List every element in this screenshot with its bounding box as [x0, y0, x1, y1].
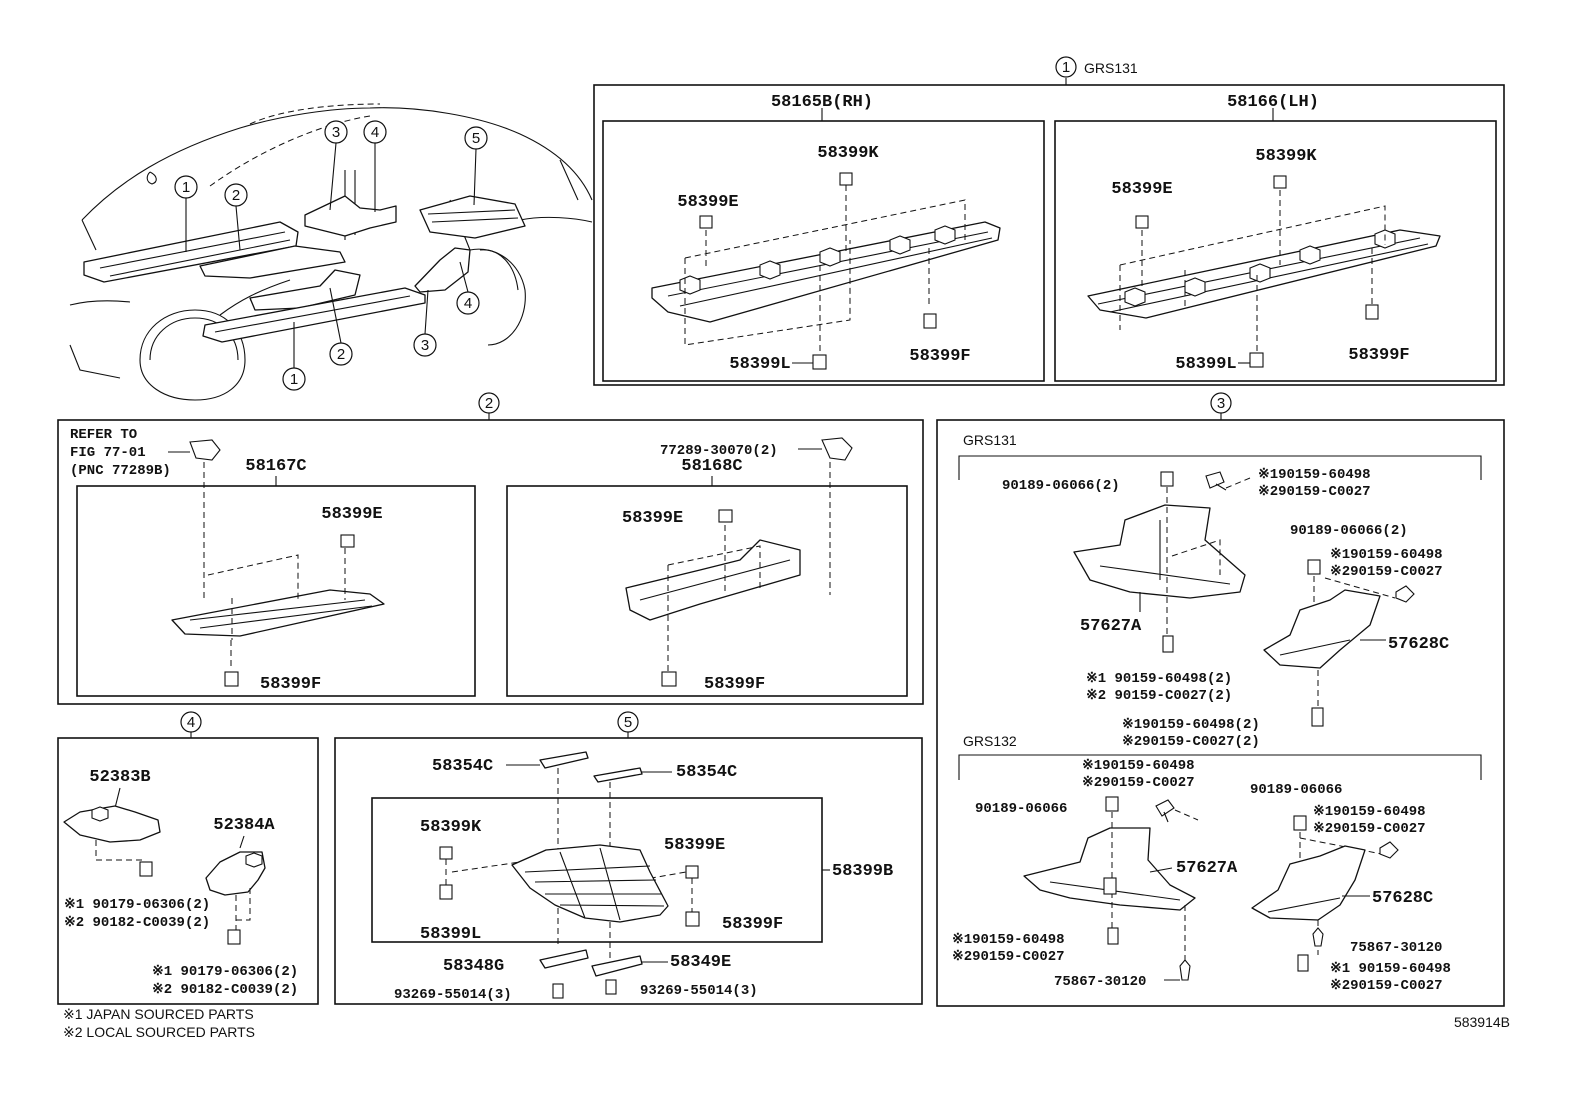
svg-text:75867-30120: 75867-30120 [1350, 940, 1442, 956]
svg-text:※290159-C0027: ※290159-C0027 [1082, 775, 1195, 791]
lh-title: 58166(LH) [1227, 93, 1319, 112]
svg-text:58399L: 58399L [420, 925, 481, 944]
grs132-label: GRS132 [963, 733, 1017, 749]
svg-text:※190159-60498: ※190159-60498 [1313, 804, 1426, 820]
vehicle-overview: 1 2 3 4 5 1 2 3 4 [69, 103, 593, 401]
footnotes: ※1 JAPAN SOURCED PARTS ※2 LOCAL SOURCED … [63, 1006, 255, 1040]
svg-text:58399B: 58399B [832, 862, 893, 881]
svg-text:58349E: 58349E [670, 953, 731, 972]
svg-text:58399K: 58399K [420, 818, 482, 837]
svg-text:3: 3 [1217, 395, 1225, 412]
svg-text:※190159-60498(2): ※190159-60498(2) [1122, 717, 1260, 733]
svg-text:※290159-C0027: ※290159-C0027 [952, 949, 1065, 965]
svg-text:※1 JAPAN SOURCED PARTS: ※1 JAPAN SOURCED PARTS [63, 1006, 254, 1022]
svg-text:※290159-C0027: ※290159-C0027 [1258, 484, 1371, 500]
svg-text:※290159-C0027(2): ※290159-C0027(2) [1122, 734, 1260, 750]
panel-1: 58165B(RH) 58166(LH) 58399K 58399E 58399… [593, 78, 1505, 386]
rh-58399F: 58399F [909, 347, 970, 366]
svg-text:3: 3 [421, 337, 429, 354]
grs131-label: GRS131 [963, 432, 1017, 448]
svg-text:2: 2 [485, 395, 493, 412]
svg-text:※190159-60498: ※190159-60498 [1082, 758, 1195, 774]
refer-line-3: (PNC 77289B) [70, 463, 171, 479]
header-circle: 1 [1062, 59, 1070, 76]
left-58399E: 58399E [321, 505, 382, 524]
svg-text:52383B: 52383B [89, 768, 150, 787]
panel-5: 5 58354C 58354C 58399K 58399L 58399E 583… [334, 711, 923, 1005]
svg-text:2: 2 [232, 187, 240, 204]
svg-text:58354C: 58354C [676, 763, 737, 782]
svg-text:※190159-60498: ※190159-60498 [952, 932, 1065, 948]
svg-text:2: 2 [337, 346, 345, 363]
svg-text:※2 90182-C0039(2): ※2 90182-C0039(2) [64, 915, 210, 931]
svg-text:1: 1 [290, 371, 298, 388]
panel-4: 4 52383B 52384A ※1 90179-06306(2) ※2 901… [57, 711, 319, 1005]
svg-text:1: 1 [182, 179, 190, 196]
svg-text:※290159-C0027: ※290159-C0027 [1330, 978, 1443, 994]
svg-text:※1 90159-60498(2): ※1 90159-60498(2) [1086, 671, 1232, 687]
left-58399F: 58399F [260, 675, 321, 694]
svg-text:58399E: 58399E [664, 836, 725, 855]
svg-text:※1 90179-06306(2): ※1 90179-06306(2) [152, 964, 298, 980]
right-top-part: 77289-30070(2) [660, 443, 778, 459]
lh-58399F: 58399F [1348, 346, 1409, 365]
svg-text:※1 90179-06306(2): ※1 90179-06306(2) [64, 897, 210, 913]
rh-title: 58165B(RH) [771, 93, 873, 112]
svg-text:4: 4 [464, 295, 472, 312]
figure-id: 583914B [1454, 1014, 1510, 1030]
svg-text:90189-06066: 90189-06066 [1250, 782, 1342, 798]
rh-58399K: 58399K [817, 144, 879, 163]
svg-text:58399F: 58399F [722, 915, 783, 934]
svg-text:※190159-60498: ※190159-60498 [1330, 547, 1443, 563]
right-58399E: 58399E [622, 509, 683, 528]
left-title: 58167C [245, 457, 306, 476]
svg-text:75867-30120: 75867-30120 [1054, 974, 1146, 990]
svg-text:※2 90182-C0039(2): ※2 90182-C0039(2) [152, 982, 298, 998]
svg-text:5: 5 [624, 714, 632, 731]
svg-text:58348G: 58348G [443, 957, 504, 976]
right-title: 58168C [681, 457, 742, 476]
header-callout: 1 GRS131 [1055, 56, 1138, 78]
rh-58399L: 58399L [729, 355, 790, 374]
panel-3: 3 GRS131 90189-06066(2) ※190159-60498 ※2… [936, 392, 1505, 1007]
svg-text:90189-06066: 90189-06066 [975, 801, 1067, 817]
svg-text:※190159-60498: ※190159-60498 [1258, 467, 1371, 483]
svg-text:4: 4 [187, 714, 195, 731]
svg-text:90189-06066(2): 90189-06066(2) [1002, 478, 1120, 494]
svg-text:※290159-C0027: ※290159-C0027 [1330, 564, 1443, 580]
svg-text:3: 3 [332, 124, 340, 141]
svg-text:※290159-C0027: ※290159-C0027 [1313, 821, 1426, 837]
svg-text:57628C: 57628C [1388, 635, 1449, 654]
refer-line-1: REFER TO [70, 427, 137, 443]
rh-58399E: 58399E [677, 193, 738, 212]
panel-2: 2 REFER TO FIG 77-01 (PNC 77289B) 58167C… [57, 392, 924, 705]
svg-text:93269-55014(3): 93269-55014(3) [640, 983, 758, 999]
svg-text:93269-55014(3): 93269-55014(3) [394, 987, 512, 1003]
svg-text:57628C: 57628C [1372, 889, 1433, 908]
svg-text:52384A: 52384A [213, 816, 275, 835]
svg-text:90189-06066(2): 90189-06066(2) [1290, 523, 1408, 539]
svg-text:4: 4 [371, 124, 379, 141]
header-model: GRS131 [1084, 60, 1138, 76]
right-58399F: 58399F [704, 675, 765, 694]
lh-58399K: 58399K [1255, 147, 1317, 166]
lh-58399L: 58399L [1175, 355, 1236, 374]
svg-text:※2 LOCAL SOURCED PARTS: ※2 LOCAL SOURCED PARTS [63, 1024, 255, 1040]
svg-text:※2 90159-C0027(2): ※2 90159-C0027(2) [1086, 688, 1232, 704]
refer-line-2: FIG 77-01 [70, 445, 146, 461]
lh-58399E: 58399E [1111, 180, 1172, 199]
svg-text:58354C: 58354C [432, 757, 493, 776]
svg-text:57627A: 57627A [1176, 859, 1238, 878]
overview-callouts [174, 120, 488, 391]
svg-text:57627A: 57627A [1080, 617, 1142, 636]
svg-text:※1 90159-60498: ※1 90159-60498 [1330, 961, 1451, 977]
svg-text:5: 5 [472, 130, 480, 147]
